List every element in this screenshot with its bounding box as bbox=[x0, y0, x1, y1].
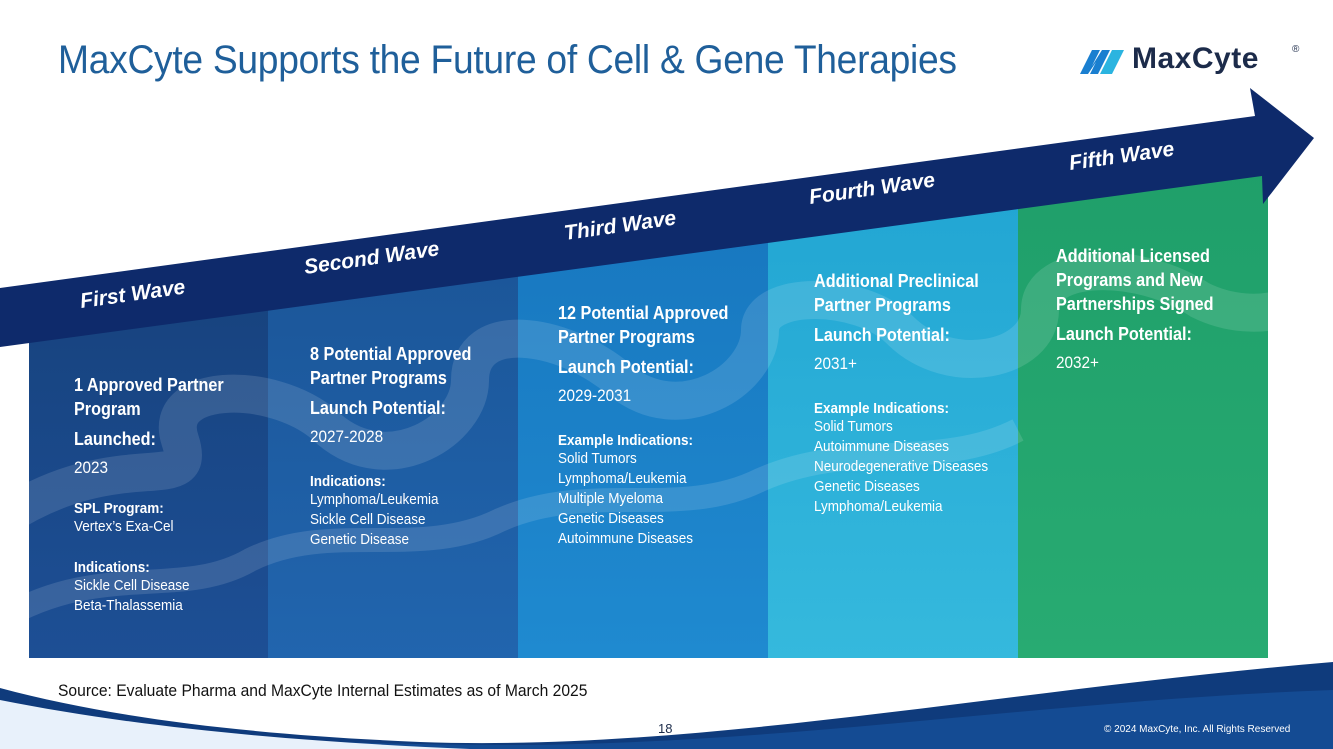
maxcyte-logo-mark-icon bbox=[1080, 50, 1124, 74]
fourth-wave-launch-label: Launch Potential: bbox=[814, 325, 950, 345]
third-wave-indication: Autoimmune Diseases bbox=[558, 530, 694, 547]
fourth-wave-indication: Neurodegenerative Diseases bbox=[814, 458, 989, 475]
second-wave-indication: Genetic Disease bbox=[310, 531, 410, 548]
page-title: MaxCyte Supports the Future of Cell & Ge… bbox=[58, 38, 957, 82]
third-wave-headline: 12 Potential Approved Partner Programs bbox=[558, 303, 729, 347]
column-fifth-wave bbox=[1018, 165, 1268, 658]
fifth-wave-details: Additional Licensed Programs and New Par… bbox=[1056, 244, 1236, 373]
wave-columns bbox=[29, 165, 1268, 658]
fourth-wave-launch-value: 2031+ bbox=[814, 354, 857, 373]
fourth-wave-headline: Additional Preclinical Partner Programs bbox=[814, 271, 979, 315]
fourth-wave-indication: Lymphoma/Leukemia bbox=[814, 498, 943, 515]
logo-text: MaxCyte bbox=[1132, 42, 1259, 75]
first-wave-program-value: Vertex’s Exa-Cel bbox=[74, 518, 174, 535]
wave-swirl-overlay bbox=[0, 252, 1333, 631]
first-wave-headline: 1 Approved Partner Program bbox=[74, 375, 224, 419]
second-wave-indication: Sickle Cell Disease bbox=[310, 511, 426, 528]
second-wave-headline: 8 Potential Approved Partner Programs bbox=[310, 344, 472, 388]
first-wave-indication: Beta-Thalassemia bbox=[74, 597, 183, 614]
fourth-wave-details: Additional Preclinical Partner Programs … bbox=[814, 269, 1008, 517]
source-note: Source: Evaluate Pharma and MaxCyte Inte… bbox=[58, 681, 588, 700]
first-wave-indication: Sickle Cell Disease bbox=[74, 577, 190, 594]
column-fourth-wave bbox=[768, 200, 1018, 658]
first-wave-program-label: SPL Program: bbox=[74, 500, 164, 517]
footer-swoosh bbox=[0, 662, 1333, 749]
column-first-wave bbox=[29, 300, 268, 658]
second-wave-launch-value: 2027-2028 bbox=[310, 427, 384, 446]
second-wave-launch-label: Launch Potential: bbox=[310, 398, 446, 418]
fourth-wave-indication: Solid Tumors bbox=[814, 418, 893, 435]
second-wave-indication: Lymphoma/Leukemia bbox=[310, 491, 439, 508]
third-wave-indication: Multiple Myeloma bbox=[558, 490, 664, 507]
column-second-wave bbox=[268, 270, 518, 658]
fifth-wave-launch-label: Launch Potential: bbox=[1056, 324, 1192, 344]
page-number: 18 bbox=[658, 721, 673, 736]
fourth-wave-indication: Autoimmune Diseases bbox=[814, 438, 950, 455]
fourth-wave-indications-label: Example Indications: bbox=[814, 400, 950, 417]
copyright-notice: © 2024 MaxCyte, Inc. All Rights Reserved bbox=[1104, 724, 1291, 735]
third-wave-details: 12 Potential Approved Partner Programs L… bbox=[558, 301, 747, 549]
third-wave-indication: Genetic Diseases bbox=[558, 510, 664, 527]
first-wave-indications-label: Indications: bbox=[74, 559, 150, 576]
second-wave-indications-label: Indications: bbox=[310, 473, 386, 490]
logo-registered-mark: ® bbox=[1292, 44, 1300, 55]
second-wave-details: 8 Potential Approved Partner Programs La… bbox=[310, 342, 499, 550]
third-wave-indication: Solid Tumors bbox=[558, 450, 637, 467]
third-wave-launch-value: 2029-2031 bbox=[558, 386, 632, 405]
fifth-wave-headline: Additional Licensed Programs and New Par… bbox=[1056, 246, 1214, 314]
fifth-wave-launch-value: 2032+ bbox=[1056, 353, 1099, 372]
third-wave-launch-label: Launch Potential: bbox=[558, 357, 694, 377]
column-third-wave bbox=[518, 235, 768, 658]
third-wave-indication: Lymphoma/Leukemia bbox=[558, 470, 687, 487]
first-wave-launch-label: Launched: bbox=[74, 429, 156, 449]
first-wave-launch-value: 2023 bbox=[74, 458, 109, 477]
third-wave-indications-label: Example Indications: bbox=[558, 432, 694, 449]
first-wave-details: 1 Approved Partner Program Launched: 202… bbox=[74, 373, 254, 616]
fourth-wave-indication: Genetic Diseases bbox=[814, 478, 920, 495]
wave-arrow bbox=[0, 88, 1314, 347]
